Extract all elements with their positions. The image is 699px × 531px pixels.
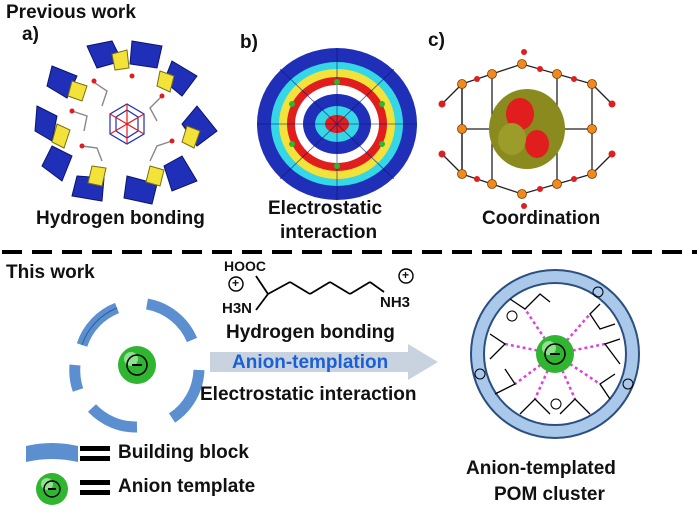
- panel-b-structure: [257, 48, 417, 200]
- building-block-ring: [69, 298, 205, 433]
- panel-a-label: a): [22, 24, 39, 45]
- panel-a-structure: [34, 40, 218, 205]
- previous-work-heading: Previous work: [6, 2, 136, 23]
- panel-b-label: b): [240, 32, 258, 53]
- left-charge-sign: +: [232, 276, 240, 290]
- this-work-heading: This work: [6, 262, 95, 283]
- lysine-molecule: [228, 268, 414, 311]
- anion-template-icon: [36, 473, 68, 505]
- section-divider: [2, 250, 697, 254]
- equals-sign-1: [80, 446, 110, 461]
- pom-cluster-ring: [470, 269, 640, 439]
- anion-templation-label: Anion-templation: [232, 352, 389, 373]
- panel-b-caption-line1: Electrostatic: [268, 198, 383, 219]
- left-amine-label: H3N: [222, 300, 253, 317]
- legend-anion-template: Anion template: [118, 476, 256, 497]
- acid-group-label: HOOC: [224, 258, 266, 274]
- panel-a-caption: Hydrogen bonding: [36, 208, 205, 229]
- panel-b-caption-line2: interaction: [280, 222, 378, 243]
- building-block-icon: [26, 443, 78, 462]
- right-amine-label: NH3: [380, 294, 411, 311]
- legend-building-block: Building block: [118, 442, 249, 463]
- right-charge-sign: +: [402, 268, 410, 282]
- panel-c-structure: [438, 49, 616, 209]
- result-line2: POM cluster: [494, 484, 605, 505]
- arrow-text-top: Hydrogen bonding: [226, 322, 395, 343]
- equals-sign-2: [80, 480, 110, 495]
- arrow-text-bottom: Electrostatic interaction: [200, 384, 417, 405]
- panel-c-caption: Coordination: [482, 208, 601, 229]
- process-arrow: [210, 344, 438, 380]
- panel-c-label: c): [428, 30, 445, 51]
- result-line1: Anion-templated: [466, 458, 616, 479]
